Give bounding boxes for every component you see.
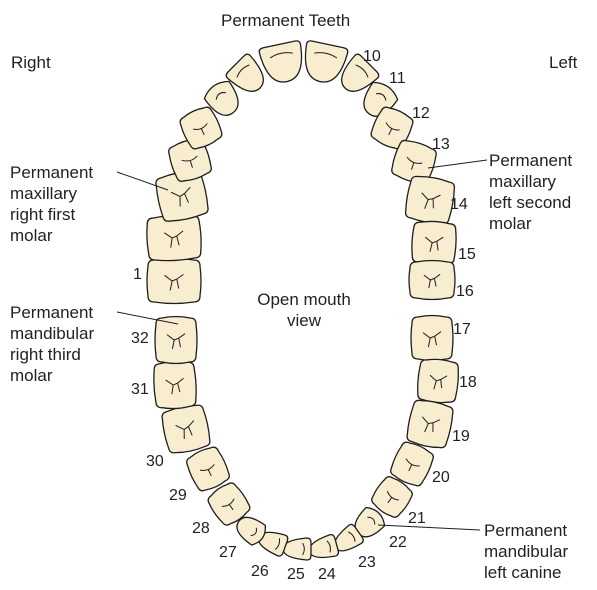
tooth-16 [409,261,455,300]
callout-line: right first [10,204,93,225]
tooth-number-18: 18 [459,374,477,392]
callout-line: mandibular [10,323,94,344]
tooth-number-19: 19 [452,428,470,446]
tooth-number-21: 21 [408,510,426,528]
tooth-number-1: 1 [133,266,142,284]
callout-max-right-first-molar: Permanent maxillary right first molar [10,162,93,246]
center-label-line: Open mouth [242,289,366,310]
callout-mand-left-canine: Permanent mandibular left canine [484,520,568,583]
center-label: Open mouth view [242,289,366,331]
callout-line: Permanent [484,520,568,541]
tooth-number-23: 23 [358,554,376,572]
tooth-number-31: 31 [131,381,149,399]
leader-line-max-left-second-molar [428,160,487,168]
tooth-number-20: 20 [432,469,450,487]
callout-line: molar [489,213,572,234]
tooth-number-12: 12 [412,105,430,123]
center-label-line: view [242,310,366,331]
tooth-8 [259,40,308,86]
callout-line: mandibular [484,541,568,562]
tooth-19 [405,398,455,451]
tooth-number-26: 26 [251,563,269,581]
callout-mand-right-third-molar: Permanent mandibular right third molar [10,302,94,386]
tooth-17 [411,316,453,361]
tooth-30 [160,402,212,455]
callout-line: left second [489,192,572,213]
tooth-number-27: 27 [219,544,237,562]
callout-max-left-second-molar: Permanent maxillary left second molar [489,150,572,234]
tooth-number-22: 22 [389,534,407,552]
tooth-number-29: 29 [169,487,187,505]
leader-line-mand-left-canine [378,525,480,530]
tooth-number-11: 11 [389,70,406,88]
callout-line: left canine [484,562,568,583]
tooth-number-30: 30 [146,453,164,471]
chart-title: Permanent Teeth [221,10,350,31]
tooth-number-14: 14 [450,196,468,214]
tooth-15 [411,220,457,265]
tooth-1 [147,259,201,304]
tooth-number-25: 25 [287,566,305,584]
tooth-number-17: 17 [453,321,471,339]
callout-line: Permanent [10,302,94,323]
callout-line: molar [10,225,93,246]
callout-line: Permanent [10,162,93,183]
callout-line: maxillary [489,171,572,192]
tooth-number-24: 24 [318,566,336,584]
tooth-18 [416,358,460,404]
tooth-number-15: 15 [458,246,476,264]
callout-line: right third [10,344,94,365]
callout-line: Permanent [489,150,572,171]
callout-line: maxillary [10,183,93,204]
tooth-number-10: 10 [363,48,381,66]
tooth-31 [153,360,197,409]
tooth-number-32: 32 [131,330,149,348]
tooth-14 [403,174,456,226]
tooth-number-13: 13 [432,136,450,154]
side-label-right: Right [11,52,51,73]
side-label-left: Left [549,52,577,73]
callout-line: molar [10,365,94,386]
tooth-number-28: 28 [192,520,210,538]
tooth-number-16: 16 [456,283,474,301]
